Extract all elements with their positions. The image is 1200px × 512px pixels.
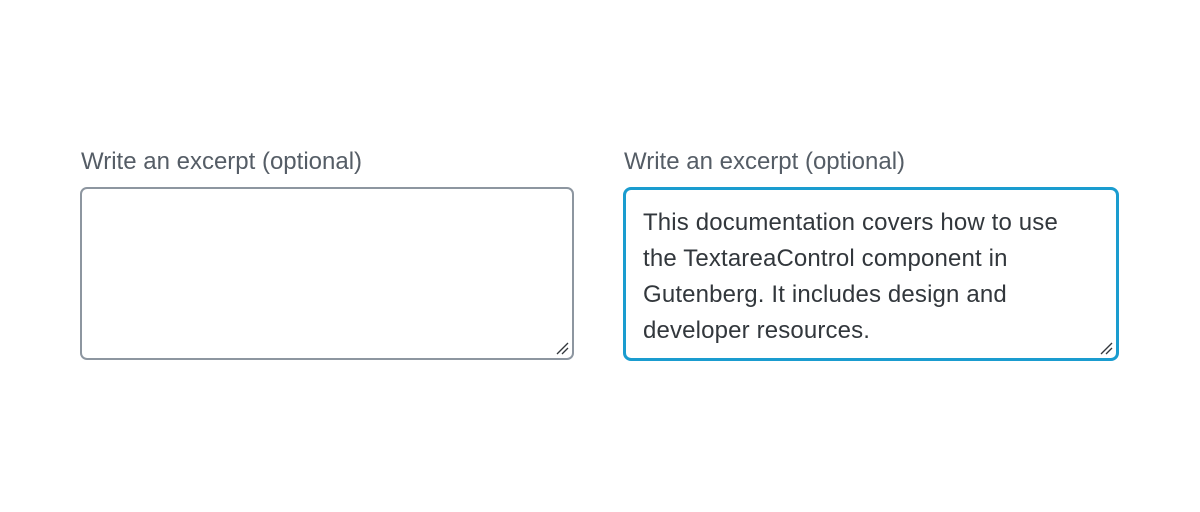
excerpt-field-filled: Write an excerpt (optional) This documen… [623, 146, 1119, 361]
excerpt-field-empty: Write an excerpt (optional) [80, 146, 574, 360]
excerpt-textarea-focused[interactable]: This documentation covers how to use the… [623, 187, 1119, 361]
excerpt-label: Write an excerpt (optional) [81, 148, 363, 175]
excerpt-textarea[interactable] [80, 187, 574, 360]
resize-handle-icon[interactable] [1098, 340, 1114, 356]
excerpt-label: Write an excerpt (optional) [624, 148, 906, 175]
excerpt-textarea-value: This documentation covers how to use the… [643, 209, 1058, 344]
resize-handle-icon[interactable] [554, 340, 570, 356]
